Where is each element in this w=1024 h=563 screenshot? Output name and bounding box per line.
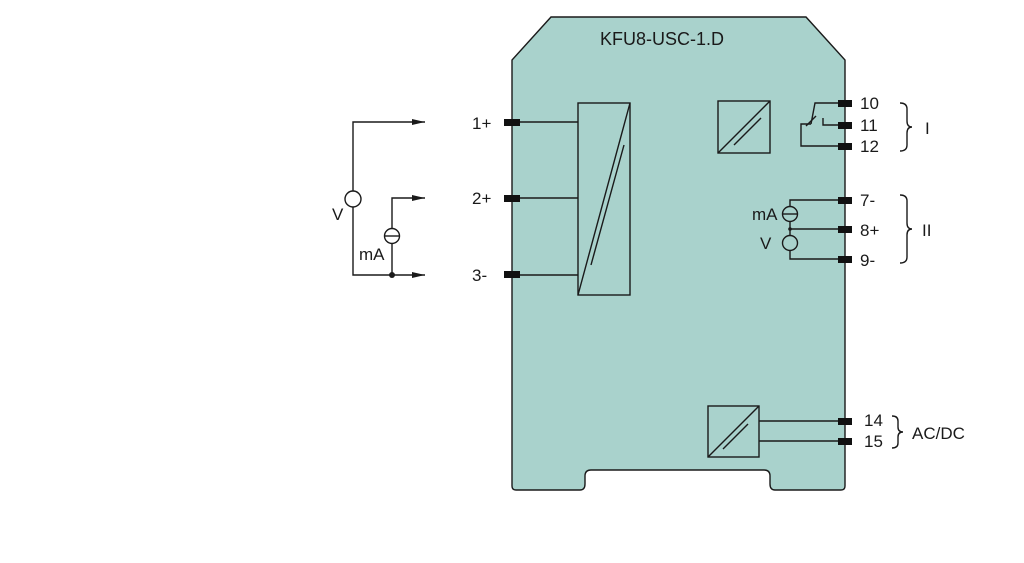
brace-supply: [891, 415, 904, 449]
voltage-label: V: [332, 205, 344, 224]
terminal-10: [838, 100, 852, 107]
terminal-label-7: 7-: [860, 191, 875, 210]
input-sources: [344, 119, 425, 278]
isolator-block-relay: [717, 100, 771, 154]
terminal-label-15: 15: [864, 432, 883, 451]
group-label-2: II: [922, 221, 931, 240]
current-label: mA: [359, 245, 385, 264]
terminal-3: [504, 271, 520, 278]
relay-contact-icon: [800, 102, 838, 147]
group-label-1: I: [925, 119, 930, 138]
terminal-12: [838, 143, 852, 150]
terminal-label-10: 10: [860, 94, 879, 113]
voltage-source-icon: [344, 190, 362, 208]
terminal-8: [838, 226, 852, 233]
terminal-9: [838, 256, 852, 263]
device-title: KFU8-USC-1.D: [600, 29, 724, 49]
voltage-output-icon: [781, 234, 799, 252]
terminal-1: [504, 119, 520, 126]
terminal-label-9: 9-: [860, 251, 875, 270]
terminal-label-11: 11: [860, 116, 878, 135]
analog-current-label: mA: [752, 205, 778, 224]
supply-label: AC/DC: [912, 424, 965, 443]
terminal-label-1: 1+: [472, 114, 491, 133]
terminal-7: [838, 197, 852, 204]
brace-group-2: [899, 194, 913, 264]
terminal-label-3: 3-: [472, 266, 487, 285]
terminal-label-8: 8+: [860, 221, 879, 240]
terminal-label-2: 2+: [472, 189, 491, 208]
device-housing: [511, 16, 846, 491]
input-converter-block: [520, 102, 631, 296]
terminal-label-12: 12: [860, 137, 879, 156]
brace-group-1: [899, 102, 913, 152]
analog-voltage-label: V: [760, 234, 772, 253]
terminal-14: [838, 418, 852, 425]
terminal-11: [838, 122, 852, 129]
power-supply-block: [707, 405, 838, 458]
terminal-15: [838, 438, 852, 445]
terminal-label-14: 14: [864, 411, 883, 430]
analog-output-circuit: [781, 199, 838, 260]
terminal-2: [504, 195, 520, 202]
